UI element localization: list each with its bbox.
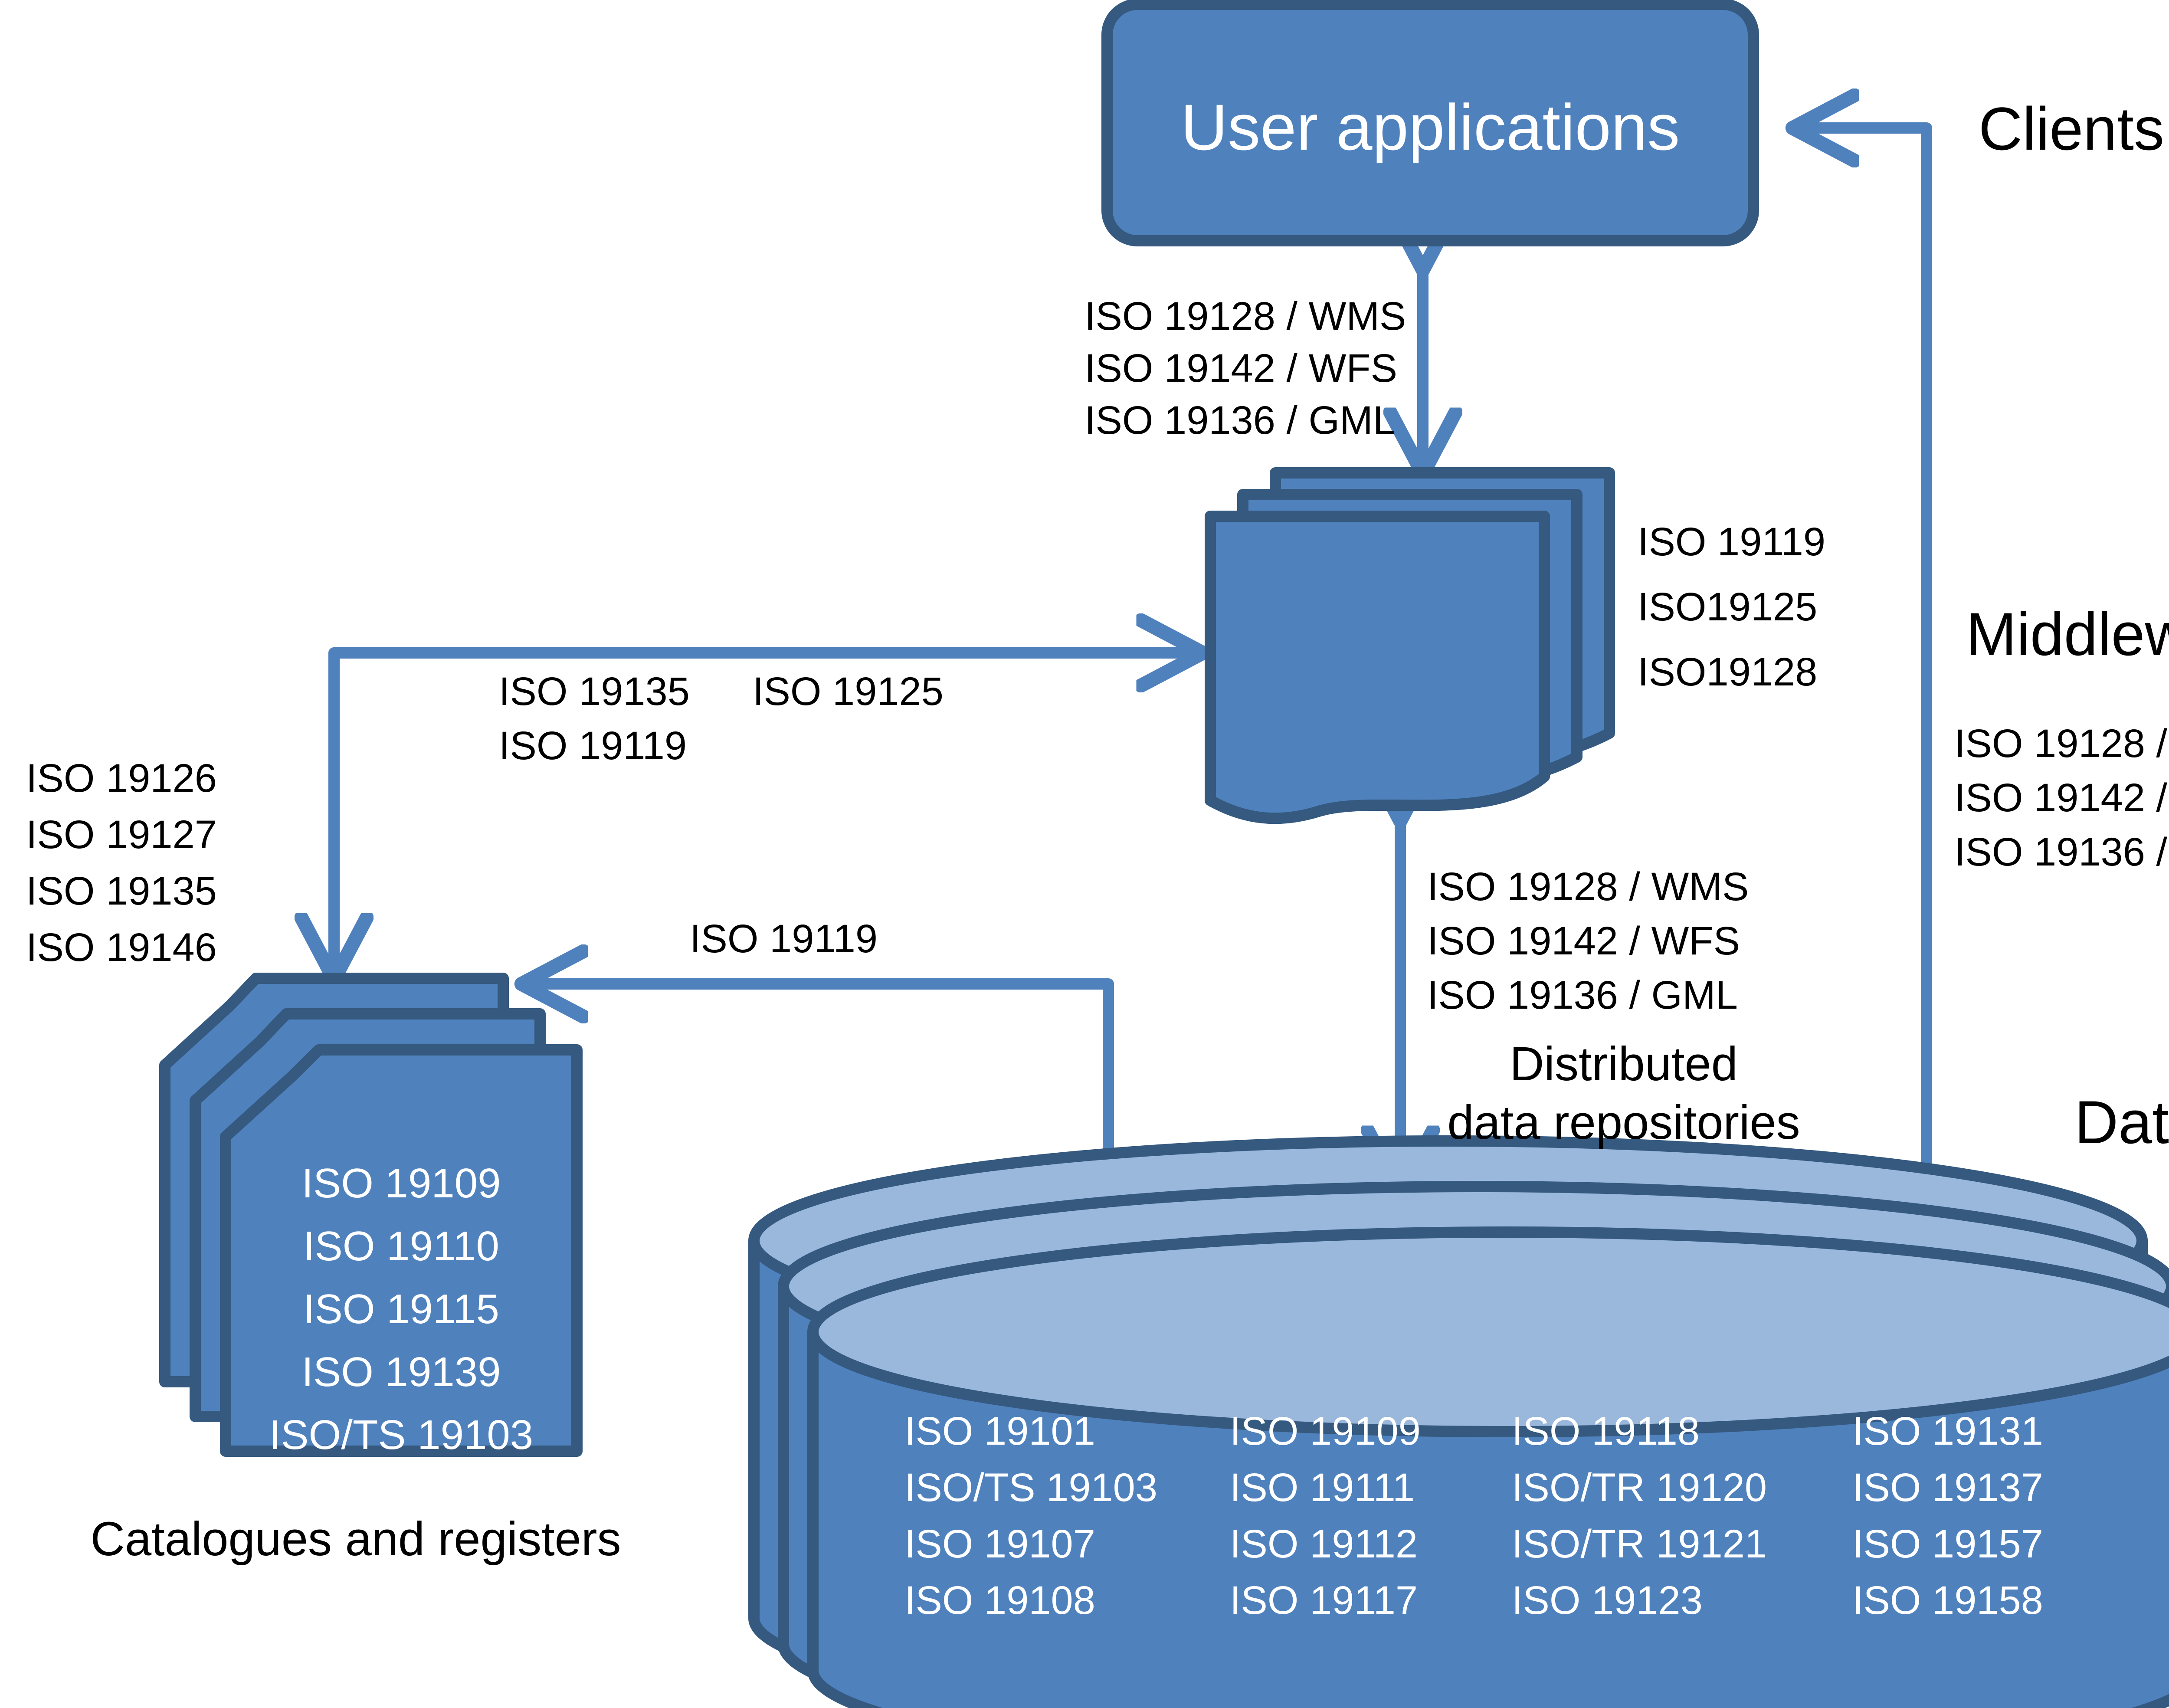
repo-c3-item-4: ISO 19123 bbox=[1512, 1578, 1703, 1623]
mid-arrow-label-3: ISO 19125 bbox=[753, 669, 944, 714]
proto-label-c3: ISO 19136 / GML bbox=[1954, 830, 2169, 874]
proto-label-c1: ISO 19128 / WMS bbox=[1954, 721, 2169, 766]
middleware-side-label-3: ISO19128 bbox=[1638, 650, 1817, 694]
mid-arrow-label-2: ISO 19119 bbox=[499, 724, 687, 768]
repo-c2-item-1: ISO 19109 bbox=[1230, 1409, 1421, 1453]
repo-c1-item-2: ISO/TS 19103 bbox=[904, 1465, 1157, 1510]
left-iso-label-2: ISO 19127 bbox=[26, 813, 217, 857]
proto-label-a1: ISO 19128 / WMS bbox=[1084, 294, 1406, 338]
repo-c3-item-2: ISO/TR 19120 bbox=[1512, 1465, 1767, 1510]
node-repositories-stack[interactable]: ISO 19101 ISO/TS 19103 ISO 19107 ISO 191… bbox=[748, 1135, 2169, 1708]
catalogues-caption: Catalogues and registers bbox=[91, 1512, 621, 1566]
zone-label-middleware: Middleware bbox=[1966, 600, 2169, 668]
repo-c1-item-1: ISO 19101 bbox=[904, 1409, 1095, 1453]
repo-c1-item-4: ISO 19108 bbox=[904, 1578, 1095, 1623]
repo-c4-item-4: ISO 19158 bbox=[1852, 1578, 2043, 1623]
connector-label-apps-middleware: ISO 19128 / WMS ISO 19142 / WFS ISO 1913… bbox=[1084, 294, 1406, 443]
connector-repositories-to-apps bbox=[1798, 128, 1932, 1197]
connector-repositories-to-catalogues bbox=[527, 984, 1114, 1203]
repositories-caption: Distributed data repositories bbox=[1447, 1037, 1800, 1149]
catalogue-back-arrow-label: ISO 19119 bbox=[690, 917, 878, 961]
left-iso-label-1: ISO 19126 bbox=[26, 756, 217, 800]
user-applications-label: User applications bbox=[1181, 91, 1680, 164]
proto-label-c2: ISO 19142 / WFS bbox=[1954, 776, 2169, 820]
repo-c2-item-4: ISO 19117 bbox=[1230, 1578, 1418, 1623]
node-middleware-stack[interactable] bbox=[1205, 467, 1615, 824]
catalogue-item-2: ISO 19110 bbox=[303, 1223, 499, 1269]
left-iso-label-3: ISO 19135 bbox=[26, 869, 217, 913]
mid-arrow-label-1: ISO 19135 bbox=[499, 669, 690, 714]
repository-cylinder-front[interactable] bbox=[807, 1226, 2169, 1708]
proto-label-a2: ISO 19142 / WFS bbox=[1084, 346, 1397, 390]
proto-label-b1: ISO 19128 / WMS bbox=[1427, 865, 1749, 909]
repo-c4-item-1: ISO 19131 bbox=[1852, 1409, 2043, 1453]
zone-label-clients: Clients bbox=[1979, 95, 2164, 163]
repo-c4-item-2: ISO 19137 bbox=[1852, 1465, 2043, 1510]
repo-c3-item-3: ISO/TR 19121 bbox=[1512, 1522, 1767, 1566]
node-catalogues-stack[interactable]: ISO 19109 ISO 19110 ISO 19115 ISO 19139 … bbox=[159, 973, 583, 1458]
repo-c2-item-3: ISO 19112 bbox=[1230, 1522, 1418, 1566]
repo-c4-item-3: ISO 19157 bbox=[1852, 1522, 2043, 1566]
repositories-caption-line-1: Distributed bbox=[1510, 1037, 1738, 1091]
left-iso-labels: ISO 19126 ISO 19127 ISO 19135 ISO 19146 bbox=[26, 756, 217, 970]
node-user-applications[interactable]: User applications bbox=[1101, 0, 1759, 246]
repositories-caption-line-2: data repositories bbox=[1447, 1096, 1800, 1149]
catalogue-item-1: ISO 19109 bbox=[302, 1160, 501, 1206]
proto-label-b2: ISO 19142 / WFS bbox=[1427, 919, 1740, 963]
catalogue-item-5: ISO/TS 19103 bbox=[269, 1412, 533, 1458]
repo-c1-item-3: ISO 19107 bbox=[904, 1522, 1095, 1566]
middleware-side-label-2: ISO19125 bbox=[1638, 585, 1817, 629]
proto-label-b3: ISO 19136 / GML bbox=[1427, 973, 1738, 1017]
user-applications-box[interactable] bbox=[1101, 0, 1759, 246]
repo-c3-item-1: ISO 19118 bbox=[1512, 1409, 1700, 1453]
zone-label-data: Data bbox=[2074, 1088, 2169, 1156]
catalogue-sheet-front[interactable] bbox=[220, 1044, 583, 1457]
middle-arrow-labels: ISO 19135 ISO 19119 ISO 19125 bbox=[499, 669, 944, 768]
connector-label-apps-repositories: ISO 19128 / WMS ISO 19142 / WFS ISO 1913… bbox=[1954, 721, 2169, 874]
middleware-sheet-front[interactable] bbox=[1205, 511, 1550, 824]
repo-c2-item-2: ISO 19111 bbox=[1230, 1465, 1415, 1510]
connector-label-middleware-repositories: ISO 19128 / WMS ISO 19142 / WFS ISO 1913… bbox=[1427, 865, 1749, 1017]
catalogue-item-3: ISO 19115 bbox=[303, 1286, 499, 1332]
proto-label-a3: ISO 19136 / GML bbox=[1084, 398, 1395, 443]
catalogue-item-4: ISO 19139 bbox=[302, 1349, 501, 1395]
middleware-side-labels: ISO 19119 ISO19125 ISO19128 bbox=[1638, 520, 1825, 694]
middleware-side-label-1: ISO 19119 bbox=[1638, 520, 1825, 564]
left-iso-label-4: ISO 19146 bbox=[26, 925, 217, 970]
